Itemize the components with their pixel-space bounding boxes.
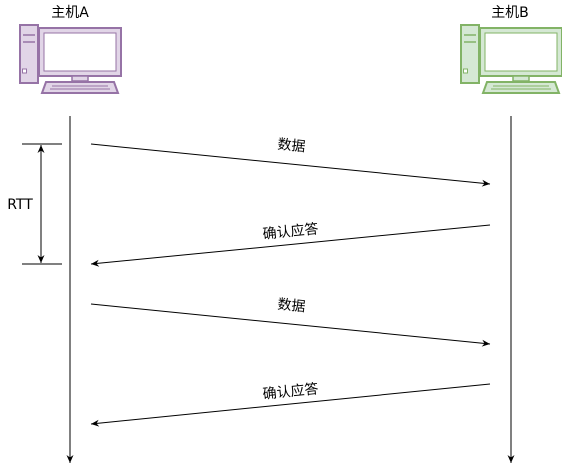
message-arrow-1 [90, 143, 491, 187]
message-label-1: 数据 [277, 137, 306, 156]
message-arrow-4 [90, 383, 491, 427]
host-b-computer-icon [460, 24, 562, 94]
message-label-3: 数据 [277, 297, 306, 316]
host-a-label: 主机A [51, 5, 89, 21]
host-a-computer-icon [19, 24, 122, 94]
message-arrow-3 [90, 303, 491, 347]
rtt-label: RTT [7, 197, 33, 213]
host-b-label: 主机B [491, 5, 529, 21]
message-label-2: 确认应答 [262, 220, 319, 242]
message-label-4: 确认应答 [262, 380, 319, 402]
rtt-label-bg [2, 193, 40, 215]
message-arrow-2 [90, 224, 491, 267]
